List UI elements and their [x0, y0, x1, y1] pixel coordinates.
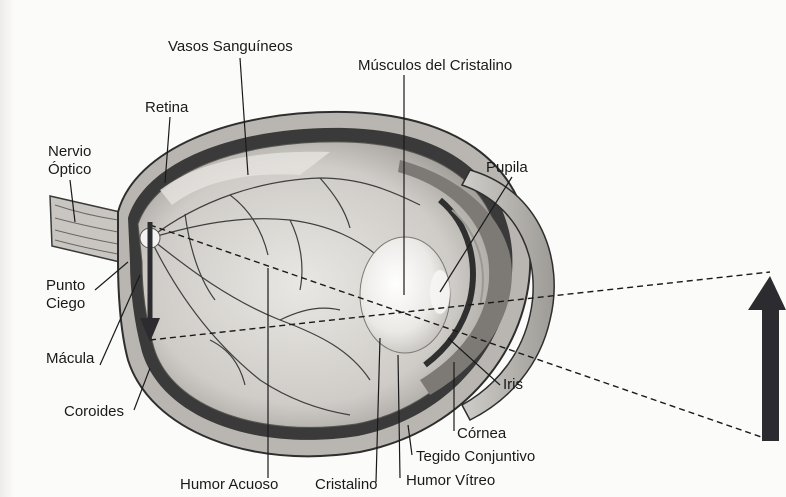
label-humor-vitreo: Humor Vítreo: [406, 472, 495, 489]
label-retina: Retina: [145, 99, 188, 116]
label-coroides: Coroides: [64, 403, 124, 420]
label-iris: Iris: [503, 376, 523, 393]
object-arrow: [748, 276, 786, 441]
label-punto-ciego-line1: Punto: [46, 277, 85, 294]
label-musculos-cristalino: Músculos del Cristalino: [358, 57, 512, 74]
label-punto-ciego-line2: Ciego: [46, 295, 85, 312]
label-cristalino: Cristalino: [315, 476, 378, 493]
label-humor-acuoso: Humor Acuoso: [180, 476, 278, 493]
label-nervio-optico-line1: Nervio: [48, 143, 91, 160]
label-vasos-sanguineos: Vasos Sanguíneos: [168, 38, 293, 55]
optic-nerve: [50, 196, 120, 262]
label-nervio-optico-line2: Óptico: [48, 161, 91, 178]
label-pupila: Pupila: [486, 159, 528, 176]
label-cornea: Córnea: [457, 425, 506, 442]
label-macula: Mácula: [46, 350, 94, 367]
label-tegido-conjuntivo: Tegido Conjuntivo: [416, 448, 535, 465]
